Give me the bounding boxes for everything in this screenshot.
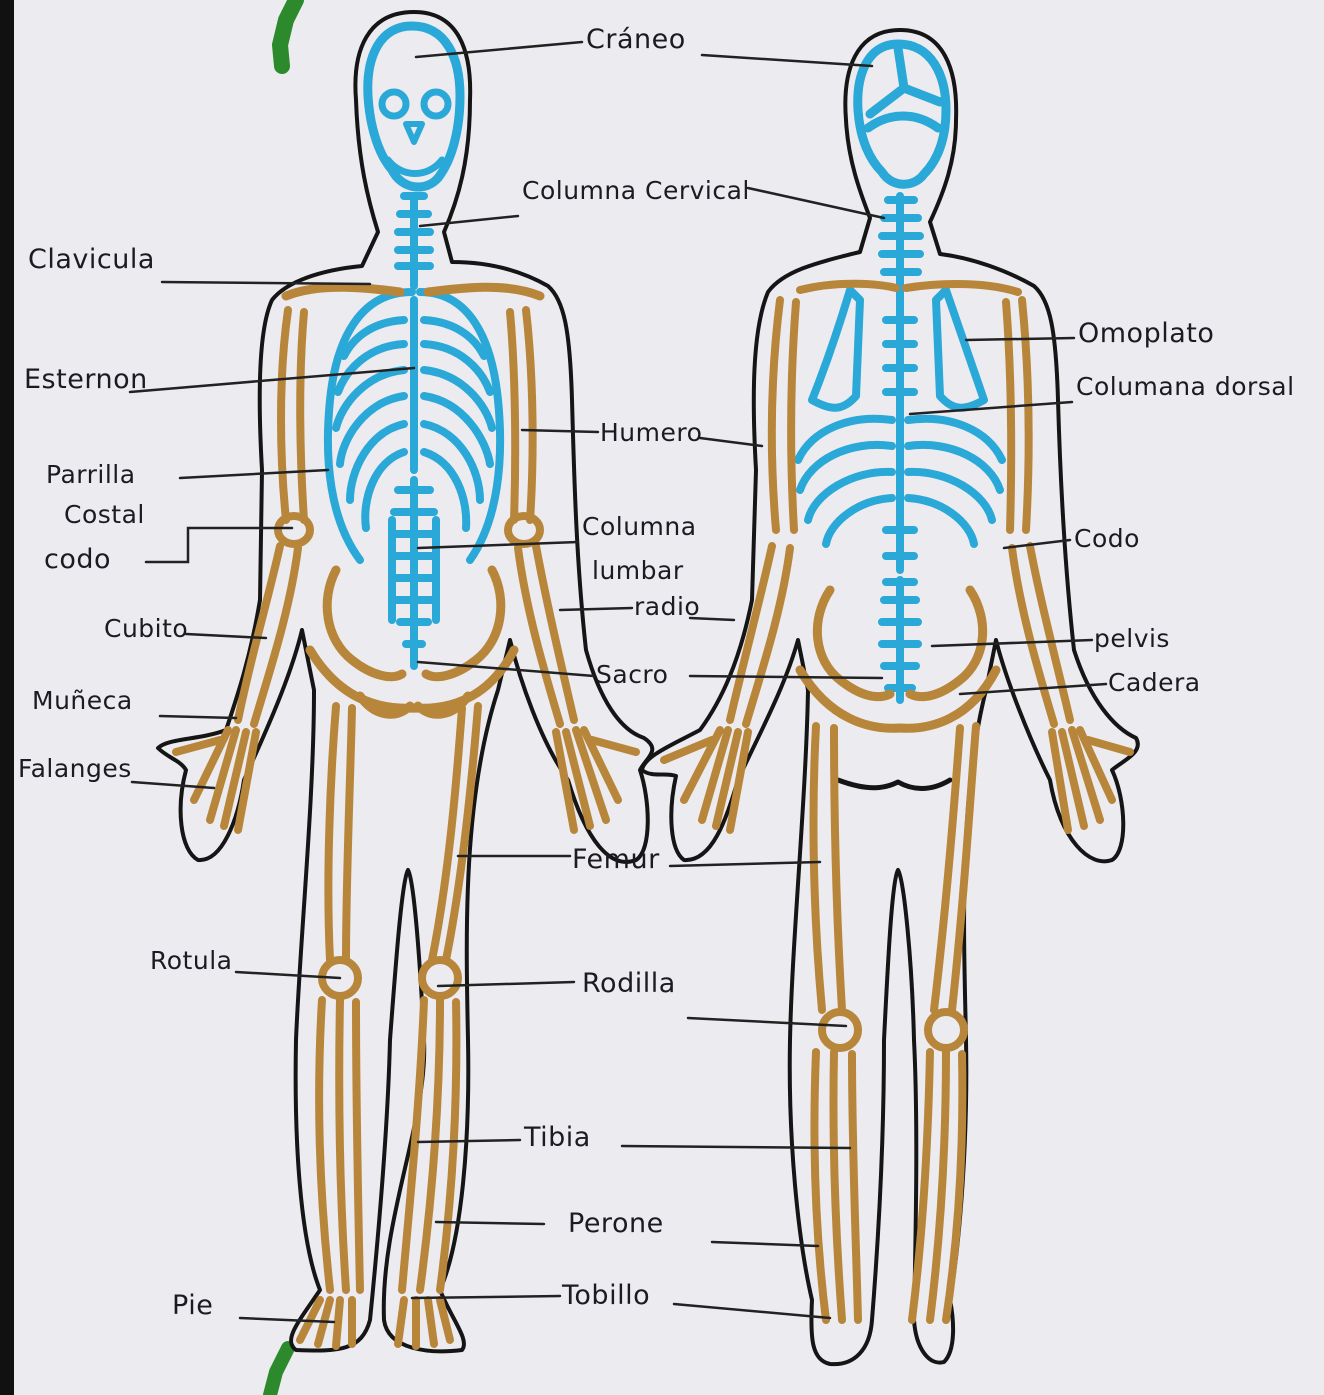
- label-tobillo: Tobillo: [562, 1282, 650, 1309]
- label-clavicula: Clavicula: [28, 246, 155, 273]
- leader-lumbar: [418, 542, 578, 548]
- label-pie: Pie: [172, 1292, 213, 1319]
- green-marker-top: [280, 0, 296, 66]
- label-columna-lumbar-2: lumbar: [592, 558, 684, 583]
- label-muneca: Muñeca: [32, 688, 133, 713]
- label-parrilla-2: Costal: [64, 502, 145, 527]
- label-femur: Femur: [572, 846, 660, 873]
- back-buttock-line: [838, 780, 950, 789]
- label-columna-cervical: Columna Cervical: [522, 178, 750, 203]
- label-rotula: Rotula: [150, 948, 232, 973]
- front-arm-bones: [176, 310, 636, 830]
- leader-tibia: [418, 1140, 850, 1148]
- leader-clavicula: [162, 282, 370, 284]
- leader-dorsal: [910, 402, 1072, 414]
- label-perone: Perone: [568, 1210, 664, 1237]
- label-columna-dorsal: Columana dorsal: [1076, 374, 1295, 399]
- label-omoplato: Omoplato: [1078, 320, 1214, 347]
- green-marker-bottom: [270, 1348, 288, 1395]
- label-esternon: Esternon: [24, 366, 148, 393]
- leader-parrilla: [180, 470, 328, 478]
- label-tibia: Tibia: [524, 1124, 591, 1151]
- front-cervical: [398, 196, 430, 286]
- label-codo-right: Codo: [1074, 526, 1140, 551]
- label-codo-left: codo: [44, 546, 111, 573]
- label-falanges: Falanges: [18, 756, 132, 781]
- label-cadera: Cadera: [1108, 670, 1201, 695]
- back-cervical: [882, 196, 920, 290]
- front-jaw: [388, 160, 442, 174]
- label-radio: radio: [634, 594, 700, 619]
- label-humero: Humero: [600, 420, 702, 445]
- label-craneo: Cráneo: [586, 26, 686, 53]
- front-lumbar: [392, 480, 436, 666]
- label-sacro: Sacro: [596, 662, 668, 687]
- label-parrilla-1: Parrilla: [46, 462, 136, 487]
- leader-codo-right: [1004, 540, 1070, 548]
- leader-codo-left: [146, 528, 292, 562]
- back-leg-bones: [814, 726, 976, 1320]
- label-columna-lumbar-1: Columna: [582, 514, 697, 539]
- label-rodilla: Rodilla: [582, 970, 676, 997]
- leader-omoplato: [966, 338, 1074, 340]
- leader-pie: [240, 1318, 334, 1322]
- leader-pelvis: [932, 640, 1092, 646]
- front-eye-left: [382, 92, 406, 116]
- label-pelvis: pelvis: [1094, 626, 1170, 651]
- back-figure: [642, 30, 1138, 1364]
- front-eye-right: [424, 92, 448, 116]
- leader-muneca: [160, 716, 236, 718]
- front-nose: [406, 124, 422, 142]
- label-cubito: Cubito: [104, 616, 188, 641]
